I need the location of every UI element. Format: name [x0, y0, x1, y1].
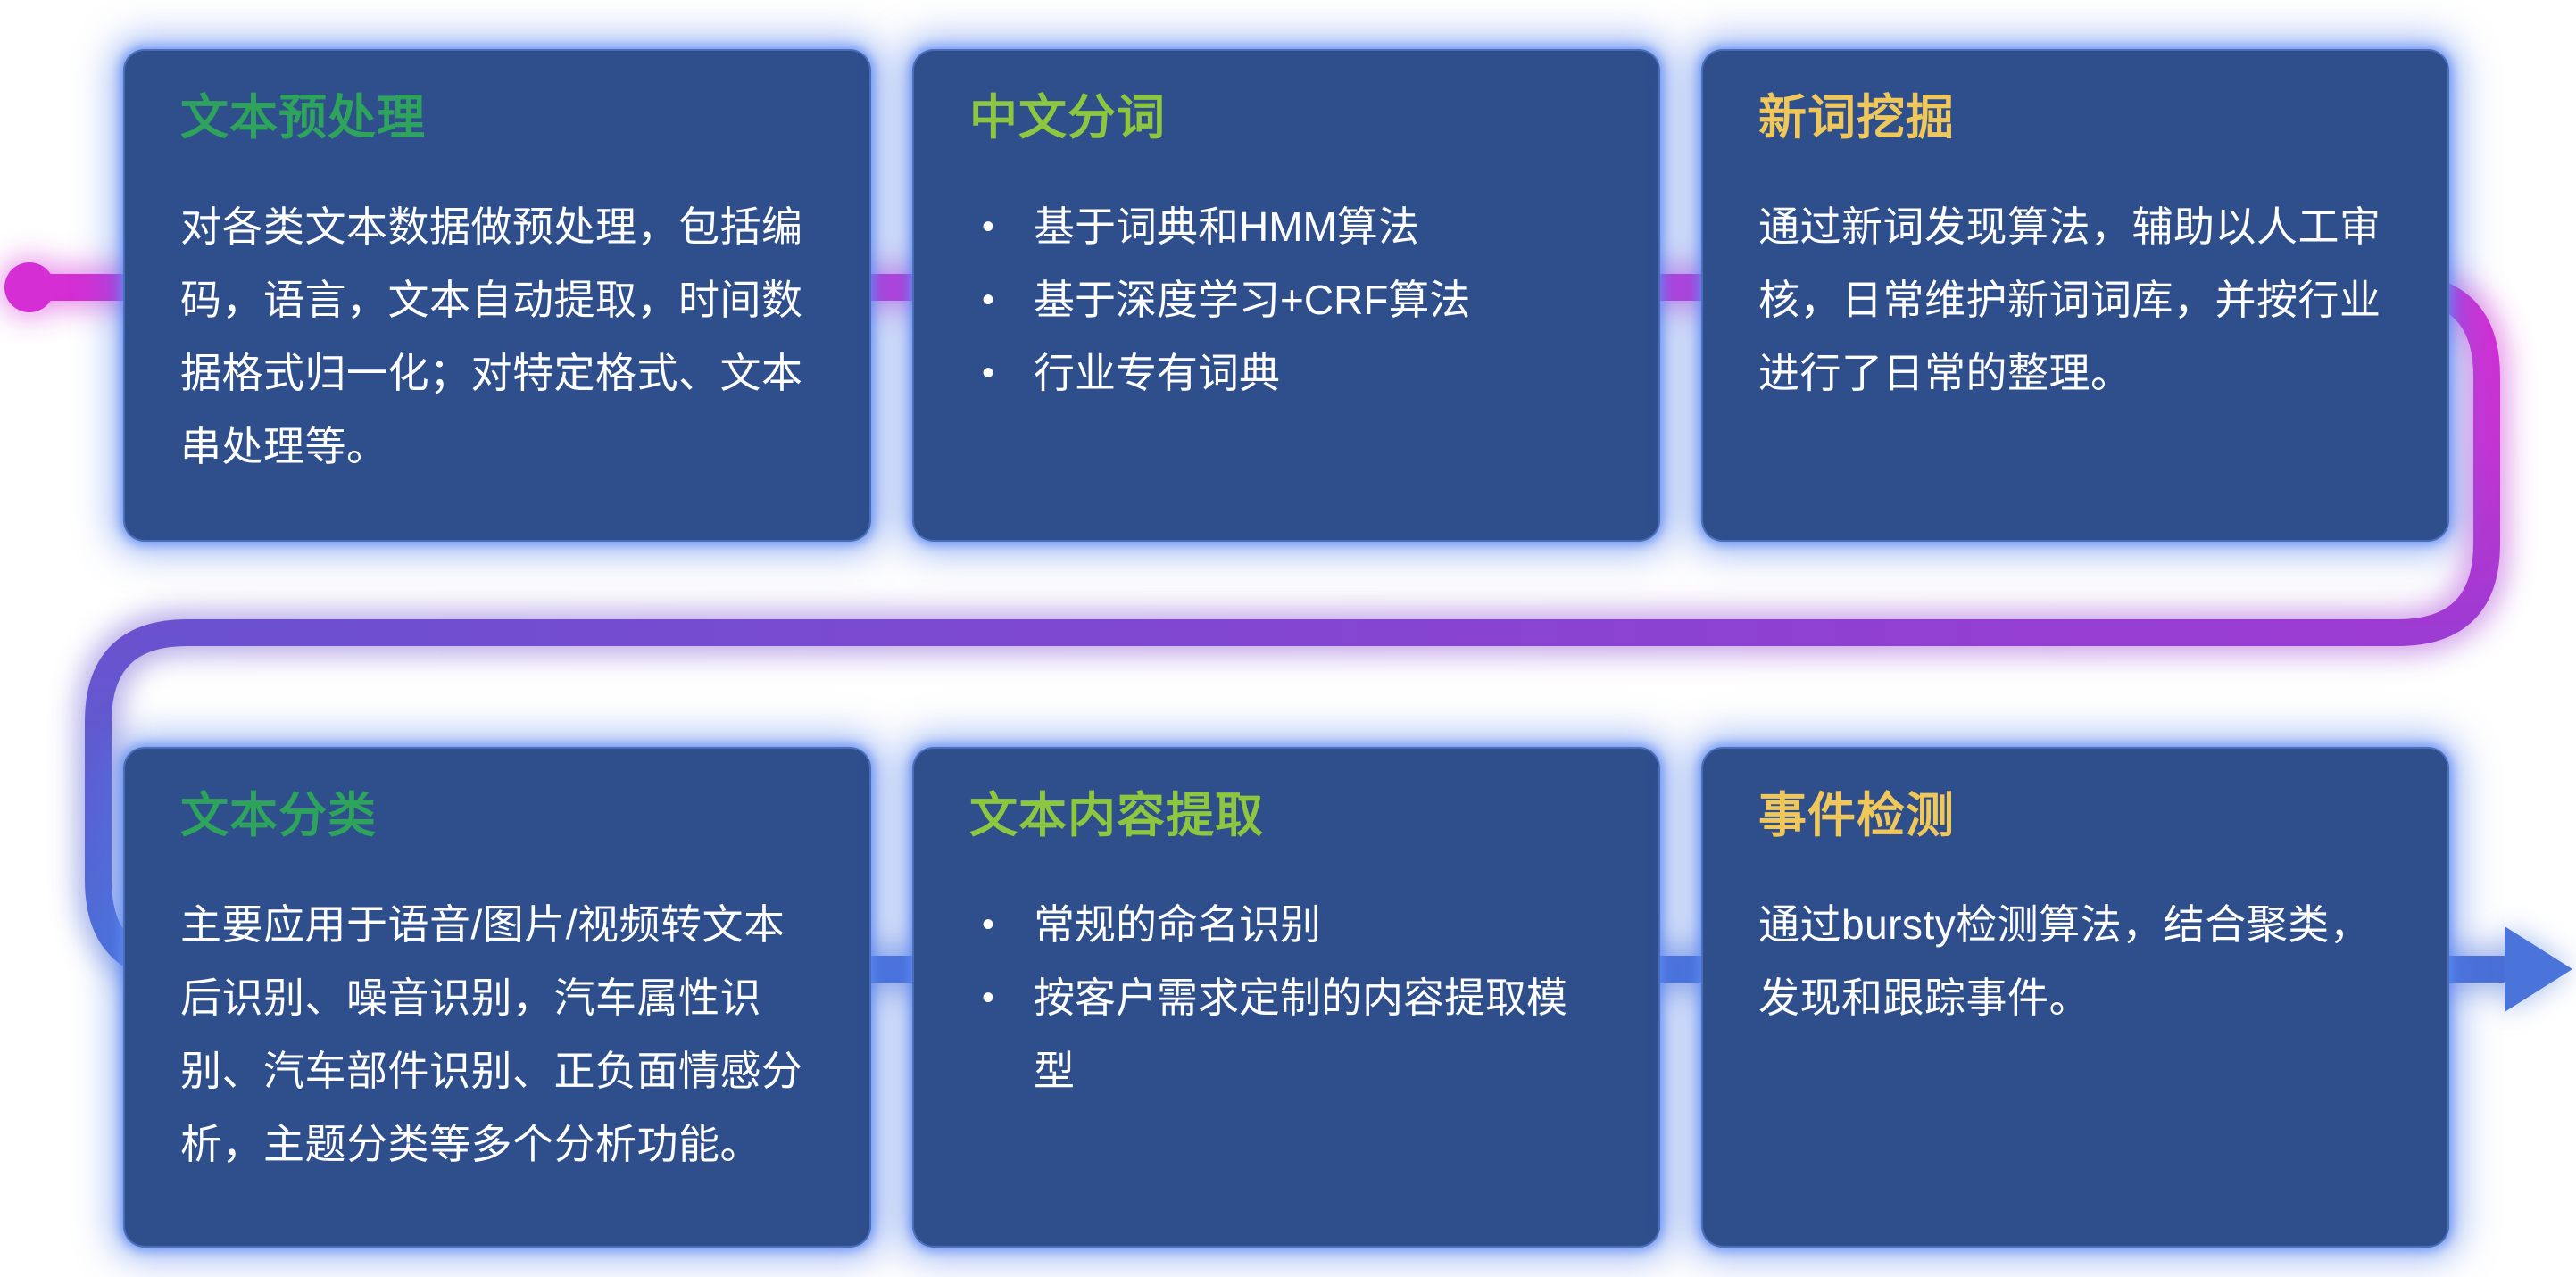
card-body: 对各类文本数据做预处理，包括编码，语言，文本自动提取，时间数据格式归一化；对特定…: [180, 203, 803, 469]
card-text-preprocessing: 文本预处理 对各类文本数据做预处理，包括编码，语言，文本自动提取，时间数据格式归…: [123, 49, 871, 542]
bullet-list: • 基于词典和HMM算法 • 基于深度学习+CRF算法 • 行业专有词典: [969, 190, 1603, 410]
flow-arrow-icon: [2505, 926, 2572, 1012]
card-title: 事件检测: [1758, 789, 1955, 842]
list-item: • 行业专有词典: [982, 336, 1603, 410]
card-new-word-mining: 新词挖掘 通过新词发现算法，辅助以人工审核，日常维护新词词库，并按行业进行了日常…: [1701, 49, 2449, 542]
flow-start-dot: [4, 262, 54, 312]
list-item: • 基于词典和HMM算法: [982, 190, 1603, 263]
card-title: 文本分类: [180, 789, 377, 842]
card-body: 通过bursty检测算法，结合聚类，发现和跟踪事件。: [1758, 900, 2372, 1021]
card-event-detection: 事件检测 通过bursty检测算法，结合聚类，发现和跟踪事件。: [1701, 747, 2449, 1248]
bullet-icon: •: [982, 206, 995, 246]
bullet-text: 基于深度学习+CRF算法: [1034, 276, 1471, 323]
bullet-icon: •: [982, 279, 995, 319]
bullet-list: • 常规的命名识别 • 按客户需求定制的内容提取模型: [969, 888, 1603, 1107]
bullet-text: 基于词典和HMM算法: [1034, 203, 1419, 250]
card-text-content-extraction: 文本内容提取 • 常规的命名识别 • 按客户需求定制的内容提取模型: [912, 747, 1660, 1248]
bullet-icon: •: [982, 904, 995, 944]
list-item: • 基于深度学习+CRF算法: [982, 263, 1603, 336]
list-item: • 按客户需求定制的内容提取模型: [982, 961, 1603, 1107]
card-title: 中文分词: [969, 91, 1166, 145]
card-title: 文本内容提取: [969, 789, 1264, 842]
card-body: 主要应用于语音/图片/视频转文本后识别、噪音识别，汽车属性识别、汽车部件识别、正…: [180, 900, 803, 1167]
card-body: 通过新词发现算法，辅助以人工审核，日常维护新词词库，并按行业进行了日常的整理。: [1758, 203, 2381, 396]
bullet-icon: •: [982, 352, 995, 393]
card-chinese-word-segmentation: 中文分词 • 基于词典和HMM算法 • 基于深度学习+CRF算法 • 行业专有词…: [912, 49, 1660, 542]
card-title: 新词挖掘: [1758, 91, 1955, 145]
bullet-text: 常规的命名识别: [1034, 900, 1321, 948]
bullet-icon: •: [982, 977, 995, 1017]
bullet-text: 行业专有词典: [1034, 349, 1280, 396]
card-title: 文本预处理: [180, 91, 426, 145]
card-text-classification: 文本分类 主要应用于语音/图片/视频转文本后识别、噪音识别，汽车属性识别、汽车部…: [123, 747, 871, 1248]
bullet-text: 按客户需求定制的内容提取模型: [1034, 974, 1567, 1094]
list-item: • 常规的命名识别: [982, 888, 1603, 961]
